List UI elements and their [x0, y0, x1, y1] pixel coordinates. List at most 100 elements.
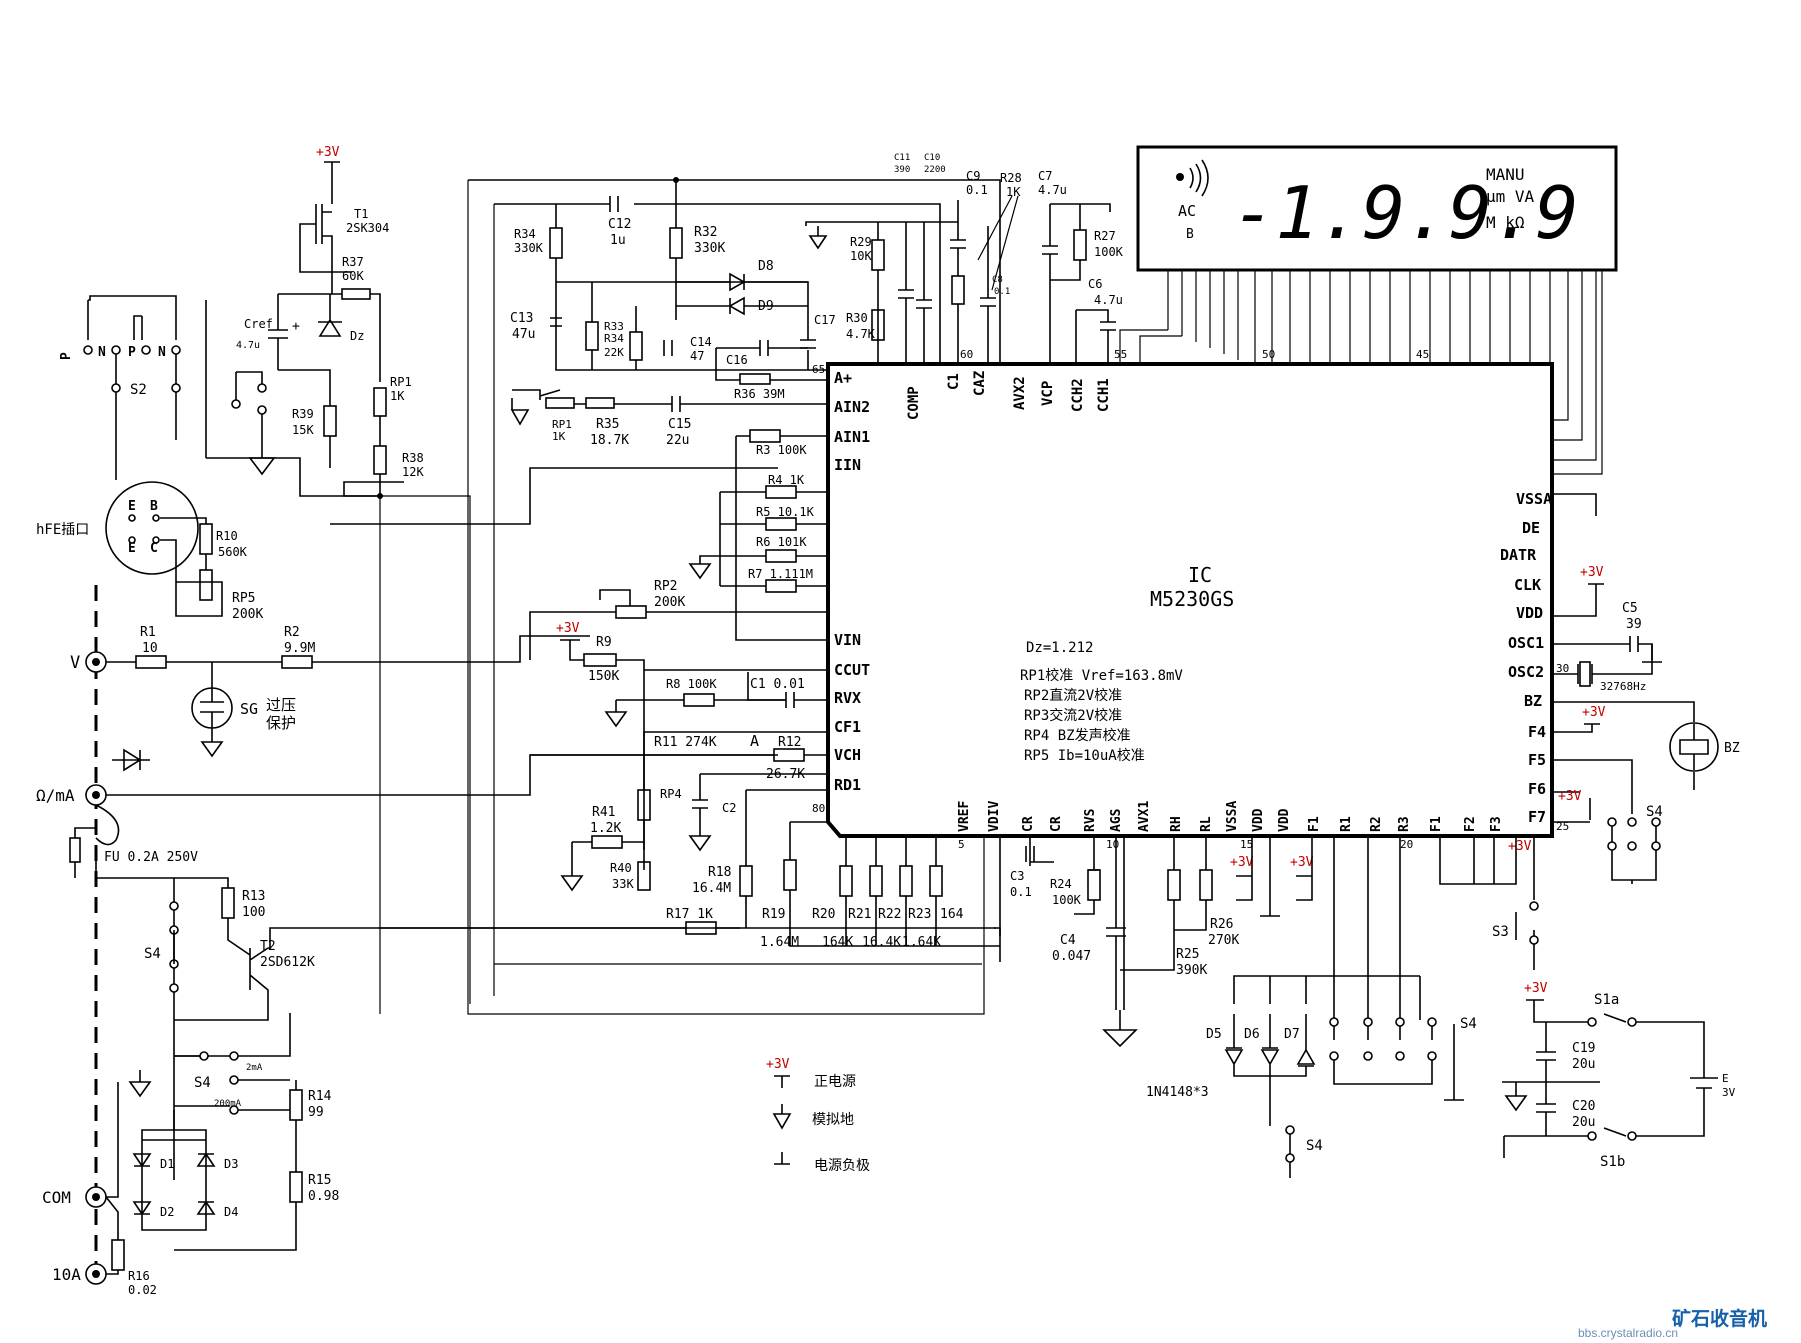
- svg-text:E: E: [128, 499, 136, 514]
- svg-text:+3V: +3V: [1508, 839, 1532, 854]
- svg-text:16.4K: 16.4K: [862, 935, 901, 950]
- svg-text:1.64K: 1.64K: [902, 935, 941, 950]
- pin-vssa: VSSA: [1516, 490, 1552, 508]
- pin-cch2: CCH2: [1070, 378, 1086, 412]
- pin-datr: DATR: [1500, 546, 1537, 564]
- pin-de: DE: [1522, 519, 1540, 537]
- svg-text:S1b: S1b: [1600, 1154, 1625, 1170]
- svg-text:R13: R13: [242, 889, 265, 904]
- svg-text:R21: R21: [848, 907, 871, 922]
- resistor-r13: [221, 887, 235, 919]
- svg-text:200K: 200K: [232, 607, 263, 622]
- svg-text:R22: R22: [878, 907, 901, 922]
- pin-number-20: 20: [1400, 838, 1413, 851]
- legend: +3V 正电源 模拟地 电源负极: [766, 1057, 870, 1174]
- pin-rd1: RD1: [834, 776, 861, 794]
- svg-text:R15: R15: [308, 1173, 331, 1188]
- resistor-r15: [289, 1171, 303, 1203]
- capacitor-c1: [747, 672, 828, 708]
- svg-text:R8 100K: R8 100K: [666, 677, 717, 691]
- svg-text:保护: 保护: [266, 714, 296, 732]
- svg-text:390K: 390K: [1176, 963, 1207, 978]
- resistor-r34: [549, 227, 563, 259]
- svg-text:RP1: RP1: [390, 375, 412, 389]
- diode-d4: [196, 1200, 216, 1215]
- svg-text:1N4148*3: 1N4148*3: [1146, 1085, 1209, 1100]
- hfe-socket[interactable]: [105, 481, 199, 575]
- crystal: [1579, 661, 1591, 687]
- input-terminals: V Ω/mA COM 10A: [36, 585, 150, 1285]
- pin-ain2: AIN2: [834, 398, 870, 416]
- svg-text:R41: R41: [592, 805, 615, 820]
- note-rp2: RP2直流2V校准: [1024, 687, 1122, 704]
- diode-d6: [1260, 1014, 1280, 1076]
- svg-text:R26: R26: [1210, 917, 1233, 932]
- lcd-ac-label: AC: [1178, 202, 1196, 220]
- svg-text:T2: T2: [260, 939, 276, 954]
- lcd-display: AC B -1.9.9.9 MANU µm VA M kΩ: [1136, 145, 1618, 272]
- watermark: 矿石收音机: [1672, 1309, 1768, 1330]
- svg-text:9.9M: 9.9M: [284, 641, 315, 656]
- svg-text:C3: C3: [1010, 869, 1024, 883]
- resistor-r10: [199, 523, 213, 555]
- svg-text:Dz: Dz: [350, 329, 364, 343]
- svg-text:BZ: BZ: [1724, 741, 1740, 756]
- svg-text:150K: 150K: [588, 669, 619, 684]
- svg-text:+3V: +3V: [1290, 855, 1314, 870]
- pin-osc2: OSC2: [1508, 663, 1544, 681]
- svg-text:Cref: Cref: [244, 317, 273, 331]
- diode-d2: [132, 1201, 152, 1216]
- lcd-b-label: B: [1186, 227, 1194, 242]
- svg-text:RP2: RP2: [654, 579, 677, 594]
- ic-m5230gs: IC M5230GS A+ AIN2 AIN1 IIN VIN CCUT RVX…: [812, 348, 1569, 851]
- svg-text:47: 47: [690, 349, 704, 363]
- svg-text:22K: 22K: [604, 346, 624, 359]
- pin-bottom-3: CR: [1049, 816, 1064, 832]
- svg-text:R27: R27: [1094, 229, 1116, 243]
- svg-text:4.7u: 4.7u: [236, 340, 260, 351]
- svg-text:+3V: +3V: [316, 145, 340, 160]
- svg-text:2200: 2200: [924, 165, 946, 175]
- svg-text:R29: R29: [850, 235, 872, 249]
- svg-text:P: P: [59, 352, 74, 360]
- pin-bottom-18: F3: [1489, 816, 1504, 832]
- svg-text:D7: D7: [1284, 1027, 1300, 1042]
- svg-text:R24: R24: [1050, 877, 1072, 891]
- resistor-r24: [1087, 869, 1101, 901]
- resistor-r33: [585, 321, 599, 351]
- fuse-fu: [69, 837, 81, 863]
- pin-number-60: 60: [960, 348, 973, 361]
- svg-text:D8: D8: [758, 259, 774, 274]
- pin-bottom-5: AGS: [1109, 808, 1124, 832]
- svg-text:C9: C9: [966, 169, 980, 183]
- svg-text:164K: 164K: [822, 935, 853, 950]
- diode-d7: [1296, 1014, 1316, 1067]
- lcd-manu-label: MANU: [1486, 165, 1525, 184]
- svg-text:C7: C7: [1038, 169, 1052, 183]
- pin-number-10: 10: [1106, 838, 1119, 851]
- svg-text:R1: R1: [140, 625, 156, 640]
- svg-text:RP1: RP1: [552, 418, 572, 431]
- svg-text:D9: D9: [758, 299, 774, 314]
- svg-text:22u: 22u: [666, 433, 689, 448]
- svg-text:33K: 33K: [612, 877, 634, 891]
- svg-text:32768Hz: 32768Hz: [1600, 680, 1646, 693]
- svg-text:R36 39M: R36 39M: [734, 387, 785, 401]
- reference-section: +3V T1 2SK304 R37 60K Cref 4.7u + Dz R39…: [231, 145, 471, 1014]
- svg-text:D3: D3: [224, 1157, 238, 1171]
- svg-text:C1 0.01: C1 0.01: [750, 677, 805, 692]
- svg-text:C19: C19: [1572, 1041, 1595, 1056]
- svg-text:R25: R25: [1176, 947, 1199, 962]
- svg-text:100K: 100K: [1094, 245, 1124, 259]
- pin-cch1: CCH1: [1096, 378, 1112, 412]
- svg-text:C20: C20: [1572, 1099, 1595, 1114]
- pin-number-55: 55: [1114, 348, 1127, 361]
- pin-vdd: VDD: [1516, 604, 1543, 622]
- svg-text:R4 1K: R4 1K: [768, 473, 805, 487]
- pin-number-30: 30: [1556, 662, 1569, 675]
- svg-text:S4: S4: [1460, 1016, 1477, 1032]
- svg-text:0.1: 0.1: [1010, 885, 1032, 899]
- svg-text:1K: 1K: [390, 389, 405, 403]
